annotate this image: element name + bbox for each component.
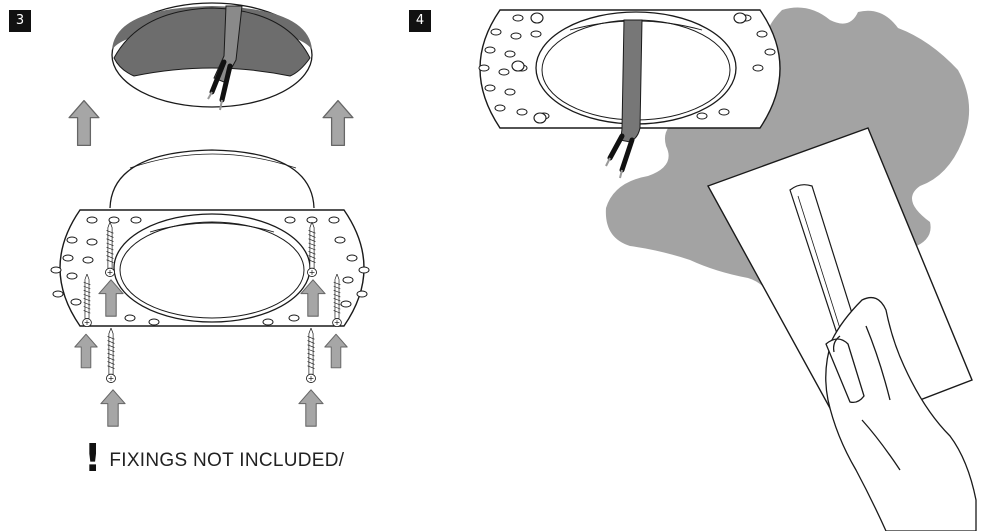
up-arrow-icon [74, 333, 98, 369]
warning-text: FIXINGS NOT INCLUDED/ [109, 450, 345, 471]
step-number-badge: 4 [409, 10, 431, 32]
screw-icon [305, 328, 317, 384]
up-arrow-icon [100, 389, 126, 427]
up-arrow-icon [298, 389, 324, 427]
step-3-panel [50, 2, 370, 427]
power-cable [207, 5, 243, 111]
warning-icon: ! [84, 436, 102, 480]
mounting-plate [50, 209, 370, 327]
power-cable [605, 19, 643, 179]
ceiling-cutout [111, 2, 313, 111]
step-number-badge: 3 [9, 10, 31, 32]
screw-heads [511, 12, 747, 124]
fixings-warning: ! FIXINGS NOT INCLUDED/ [84, 438, 344, 478]
screw-icon [105, 328, 117, 384]
up-arrow-icon [68, 99, 100, 147]
up-arrow-icon [324, 333, 348, 369]
step-4-panel [478, 7, 977, 531]
up-arrow-icon [322, 99, 354, 147]
hand [825, 296, 977, 531]
light-housing [109, 149, 315, 209]
